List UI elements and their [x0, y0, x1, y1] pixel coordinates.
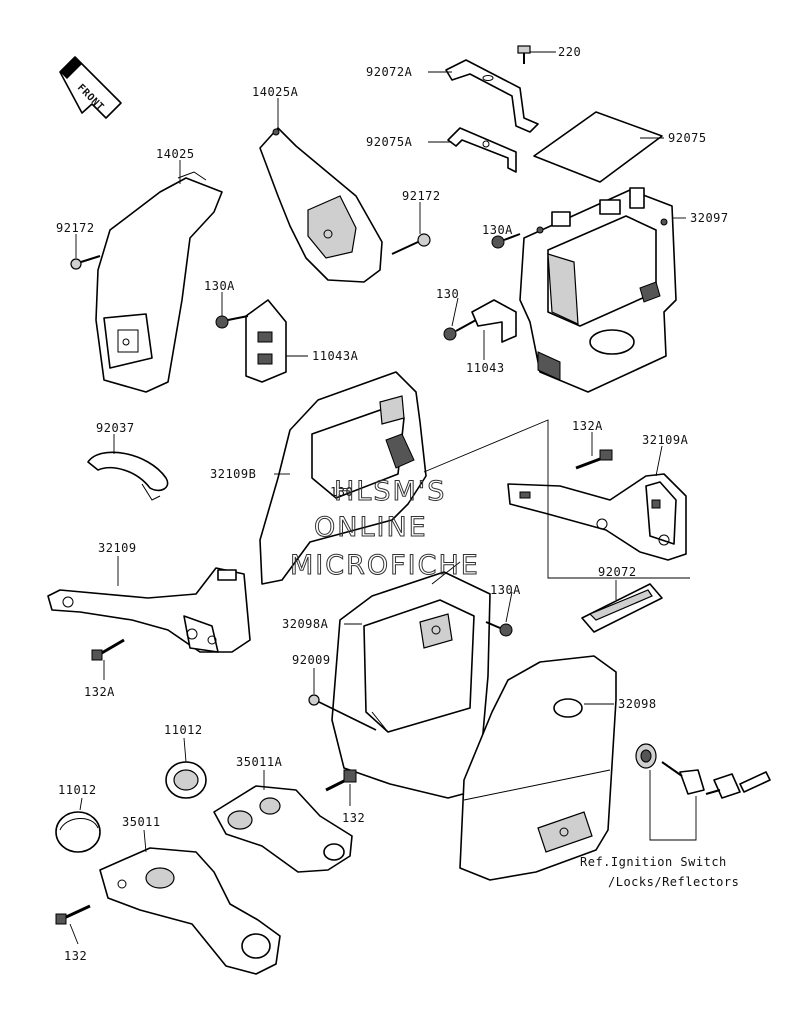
callout-130-watermark: 130 [330, 485, 353, 499]
callout-11043A: 11043A [312, 349, 359, 363]
part-11012-grommet-upper [165, 761, 207, 799]
callout-132A-right: 132A [572, 419, 603, 433]
callout-130A-upper: 130A [482, 223, 513, 237]
callout-92172-left: 92172 [56, 221, 95, 235]
callout-92009: 92009 [292, 653, 331, 667]
part-11012-cap-lower [55, 811, 101, 853]
part-132-bolt-middle [325, 769, 357, 792]
part-130A-bolt-box [485, 621, 513, 637]
callout-14025A: 14025A [252, 85, 299, 99]
part-32098A-box [331, 571, 491, 799]
callout-11012-upper: 11012 [164, 723, 203, 737]
watermark-line-1: HLSM'S [334, 476, 446, 507]
callout-92072: 92072 [598, 565, 637, 579]
part-92037-clamp [87, 451, 169, 501]
part-92172-screw-left [70, 255, 101, 270]
leader-lines [69, 51, 686, 945]
callout-220: 220 [558, 45, 581, 59]
callout-32109A: 32109A [642, 433, 689, 447]
assembly-bounding-line [423, 419, 690, 579]
callout-35011A: 35011A [236, 755, 283, 769]
part-132-bolt-bottom [55, 904, 91, 925]
callout-132-middle: 132 [342, 811, 365, 825]
watermark-line-2: ONLINE [314, 512, 428, 543]
callout-92075: 92075 [668, 131, 707, 145]
callout-92172-right: 92172 [402, 189, 441, 203]
part-132A-bolt-left [91, 638, 125, 661]
part-14025-side-cover [95, 171, 223, 393]
part-92009-screw [308, 694, 377, 731]
callout-32109B: 32109B [210, 467, 256, 481]
callout-32109: 32109 [98, 541, 137, 555]
watermark-line-3: MICROFICHE [290, 550, 480, 581]
part-132A-bolt-right [575, 449, 613, 470]
part-32098-cover [459, 655, 617, 881]
callout-132A-left: 132A [84, 685, 115, 699]
part-35011-bracket [99, 847, 281, 975]
callout-130: 130 [436, 287, 459, 301]
part-32109-stay [47, 567, 251, 653]
callout-32098: 32098 [618, 697, 657, 711]
part-32109B-cover [259, 371, 427, 585]
callout-130A-box: 130A [490, 583, 521, 597]
callout-92037: 92037 [96, 421, 135, 435]
part-92075-pad [533, 111, 663, 183]
part-35011A-bracket [213, 785, 353, 873]
callout-14025: 14025 [156, 147, 195, 161]
reference-note-line-1: Ref.Ignition Switch [580, 855, 727, 869]
part-130-bolt [443, 319, 477, 341]
reference-note-line-2: /Locks/Reflectors [608, 875, 739, 889]
part-220-screw [517, 45, 531, 64]
part-92075A-bracket [447, 127, 517, 173]
callout-11043: 11043 [466, 361, 505, 375]
callout-92075A: 92075A [366, 135, 413, 149]
part-lock-cylinder [635, 743, 657, 769]
part-130A-bolt-upper [491, 233, 521, 249]
part-92072A-bracket [445, 59, 539, 133]
callout-130A-left: 130A [204, 279, 235, 293]
ignition-keys-icon [661, 761, 771, 799]
callout-32098A: 32098A [282, 617, 329, 631]
callout-132-bottom: 132 [64, 949, 87, 963]
part-130A-bolt-left [215, 315, 249, 329]
part-14025A-cover [259, 127, 383, 283]
callout-92072A: 92072A [366, 65, 413, 79]
part-11043A-bracket [245, 299, 287, 383]
callout-35011: 35011 [122, 815, 161, 829]
part-92072-strap [581, 583, 663, 633]
callout-32097: 32097 [690, 211, 729, 225]
part-32109A-stay [507, 473, 687, 561]
part-32097-battery-case [519, 187, 677, 393]
part-92172-screw-right [391, 233, 431, 255]
callout-11012-lower: 11012 [58, 783, 97, 797]
front-direction-arrow-icon: FRONT [59, 56, 122, 119]
part-11043-bracket [471, 299, 517, 343]
